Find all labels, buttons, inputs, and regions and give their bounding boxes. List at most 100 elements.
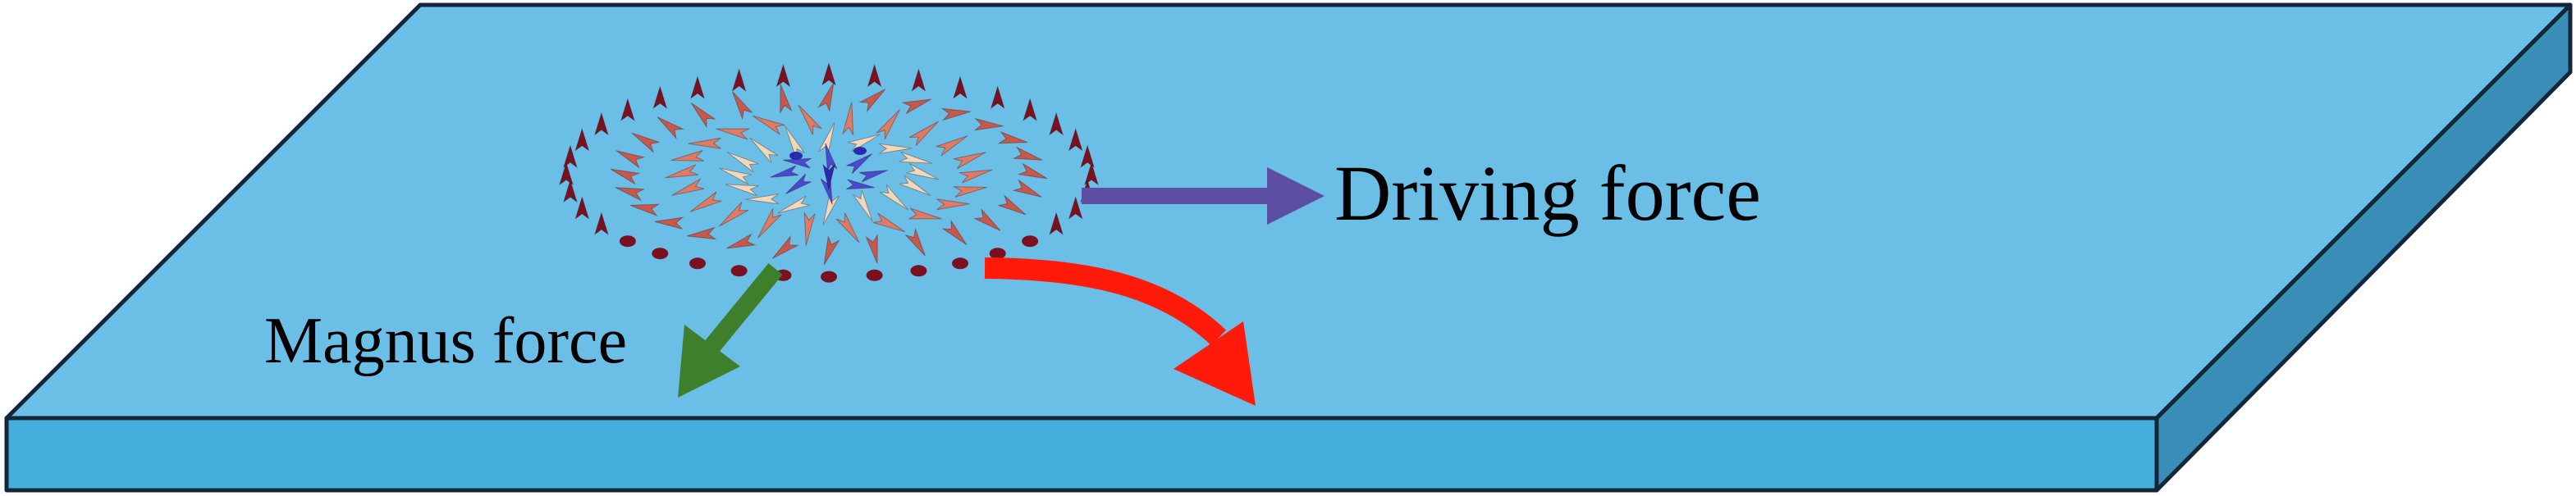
spin-arrow [1022,235,1039,248]
spin-arrow [752,115,785,135]
spin-arrow [631,132,661,153]
spin-arrow [719,201,749,227]
spin-arrow [997,194,1027,216]
spin-arrow [803,212,816,246]
spin-arrow [853,147,867,155]
spin-arrow [562,179,578,203]
spin-arrow [953,186,987,198]
spin-arrow [657,116,685,140]
spin-arrow [1023,98,1038,122]
spin-arrow [771,234,799,259]
spin-arrow [908,121,939,147]
spin-arrow [1068,127,1083,152]
spin-arrow [798,104,822,135]
spin-arrow [725,184,759,196]
spin-arrow [785,125,805,158]
spin-arrow [559,162,574,186]
spin-arrow [670,150,705,162]
spin-arrow [858,89,886,113]
spin-arrow [865,233,878,264]
spin-arrow [593,212,609,236]
spin-arrow [620,98,635,122]
spin-arrow [853,189,873,222]
spin-arrow [732,91,753,121]
spin-arrow [997,130,1028,144]
spin-arrow [901,98,931,115]
spin-arrow [846,152,873,175]
spin-arrow [1068,195,1083,220]
spin-arrow [817,82,835,113]
spin-arrow [989,248,1006,260]
spin-arrow [1049,111,1064,136]
magnus-force-arrow-head [678,325,740,398]
spin-arrow [959,169,993,184]
spin-arrow [872,212,906,233]
spin-arrow [730,265,748,277]
skyrmion-spin-texture [559,61,1099,283]
spin-arrow [615,150,646,169]
spin-arrow [789,152,803,160]
spin-arrow [973,117,1004,131]
spin-arrow [899,152,933,164]
spin-arrow [867,63,882,88]
spin-arrow [842,102,854,136]
spin-arrow [689,191,722,212]
spin-arrow [846,179,875,190]
spin-arrow [785,173,812,195]
spin-arrow [731,67,747,92]
spin-arrow [953,75,968,100]
driving-force-arrow [1082,167,1325,225]
spin-arrow [941,219,968,245]
spin-arrow [936,198,970,211]
spin-arrow [688,137,721,149]
spin-arrow [777,195,810,214]
deflected-trajectory-arrow [984,257,1256,406]
spin-arrow [780,84,793,115]
spin-arrow [906,163,940,180]
magnus-force-arrow-shaft [705,263,783,352]
spin-arrow [690,75,705,100]
driving-force-arrow-shaft [1082,188,1275,204]
spin-arrow [690,102,716,129]
spin-arrow [1080,144,1096,169]
spin-arrow [972,207,1001,231]
spin-arrow [908,207,942,220]
spin-arrow [825,143,838,172]
spin-arrow [689,257,706,270]
spin-arrow [665,164,699,179]
spin-arrow [726,233,757,249]
spin-arrow [652,248,669,260]
spin-arrow [718,167,752,184]
spin-arrow [619,235,636,248]
spin-arrow [776,63,791,88]
spin-arrow [783,157,812,169]
spin-arrow [910,265,927,277]
spin-arrow [574,195,590,220]
deflected-trajectory-arrow-head [1174,321,1256,406]
spin-arrow [858,170,888,183]
spin-arrow [615,187,646,202]
driving-force-arrow-head [1267,167,1325,225]
spin-arrow [629,203,661,217]
spin-arrow [990,85,1005,110]
magnus-force-arrow [678,263,783,398]
spin-arrow [593,111,609,136]
spin-arrow [953,152,986,170]
driving-force-label: Driving force [1334,149,1761,237]
spin-arrow [899,175,931,196]
spin-arrow [610,168,641,185]
spin-arrow [574,127,590,152]
spin-arrow [880,184,908,211]
spin-arrow [952,257,968,270]
spin-arrow [911,67,927,92]
spin-arrow [876,109,900,140]
spin-arrow [562,144,578,169]
spin-arrow [821,271,837,283]
spin-arrow [716,128,750,140]
spin-arrow [1084,162,1099,186]
magnus-force-label: Magnus force [264,305,627,377]
spin-arrow [749,137,778,164]
spin-arrow [687,226,717,240]
slab-front-face [4,416,2159,493]
